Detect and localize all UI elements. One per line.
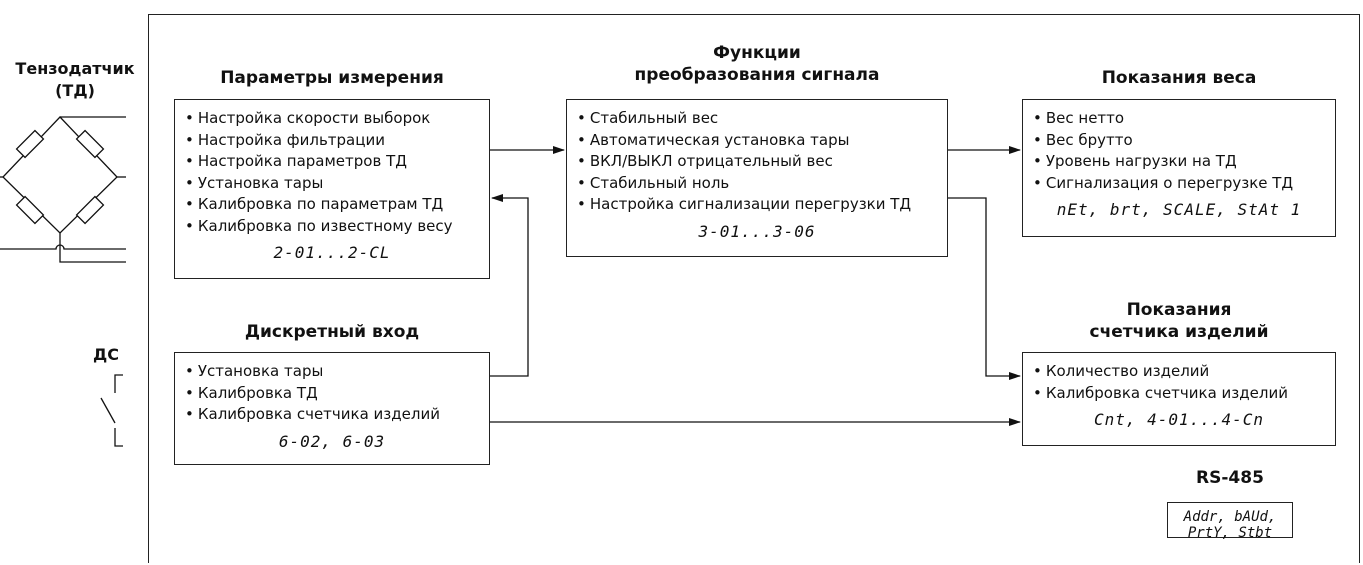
discrete-list: Установка тары Калибровка ТД Калибровка … [185, 361, 479, 426]
counter-title-line1: Показания [1126, 300, 1232, 320]
functions-title-line1: Функции [713, 43, 801, 63]
list-item: Калибровка по известному весу [185, 216, 479, 238]
functions-box: Стабильный вес Автоматическая установка … [566, 99, 948, 257]
list-item: Калибровка ТД [185, 383, 479, 405]
list-item: Стабильный ноль [577, 173, 937, 195]
list-item: Калибровка счетчика изделий [185, 404, 479, 426]
functions-list: Стабильный вес Автоматическая установка … [577, 108, 937, 216]
weight-list: Вес нетто Вес брутто Уровень нагрузки на… [1033, 108, 1325, 194]
strain-gauge-bridge-icon [0, 116, 126, 263]
list-item: ВКЛ/ВЫКЛ отрицательный вес [577, 151, 937, 173]
functions-title: Функции преобразования сигнала [566, 42, 948, 86]
discrete-code: 6-02, 6-03 [278, 431, 386, 451]
counter-box: Количество изделий Калибровка счетчика и… [1022, 352, 1336, 446]
counter-code: Cnt, 4-01...4-Cn [1093, 410, 1265, 429]
measurement-code: 2-01...2-CL [273, 243, 391, 262]
ds-label: ДС [93, 345, 119, 364]
measurement-box: Настройка скорости выборок Настройка фил… [174, 99, 490, 279]
list-item: Стабильный вес [577, 108, 937, 130]
counter-list: Количество изделий Калибровка счетчика и… [1033, 361, 1325, 404]
switch-icon [100, 374, 123, 447]
rs485-box: Addr, bAUd, PrtY, Stbt [1167, 502, 1293, 541]
sensor-label: Тензодатчик (ТД) [0, 58, 150, 102]
counter-title-line2: счетчика изделий [1089, 322, 1269, 342]
sensor-label-line2: (ТД) [55, 81, 95, 100]
list-item: Количество изделий [1033, 361, 1325, 383]
arrow-discrete-to-measure [490, 194, 529, 377]
list-item: Сигнализация о перегрузке ТД [1033, 173, 1325, 195]
measurement-title: Параметры измерения [220, 68, 444, 88]
discrete-title: Дискретный вход [244, 322, 420, 342]
list-item: Калибровка по параметрам ТД [185, 194, 479, 216]
list-item: Вес брутто [1033, 130, 1325, 152]
list-item: Уровень нагрузки на ТД [1033, 151, 1325, 173]
weight-box: Вес нетто Вес брутто Уровень нагрузки на… [1022, 99, 1336, 237]
list-item: Калибровка счетчика изделий [1033, 383, 1325, 405]
rs485-code: Addr, bAUd, PrtY, Stbt [1183, 509, 1277, 541]
diagram-frame [148, 14, 1360, 563]
weight-title: Показания веса [1101, 68, 1257, 88]
list-item: Настройка фильтрации [185, 130, 479, 152]
arrow-functions-to-counter [948, 197, 1021, 380]
list-item: Вес нетто [1033, 108, 1325, 130]
counter-title: Показания счетчика изделий [1022, 299, 1336, 343]
functions-code: 3-01...3-06 [698, 221, 816, 241]
functions-title-line2: преобразования сигнала [634, 65, 880, 85]
discrete-box: Установка тары Калибровка ТД Калибровка … [174, 352, 490, 465]
list-item: Настройка параметров ТД [185, 151, 479, 173]
sensor-label-line1: Тензодатчик [15, 59, 135, 78]
list-item: Установка тары [185, 173, 479, 195]
list-item: Установка тары [185, 361, 479, 383]
list-item: Настройка скорости выборок [185, 108, 479, 130]
weight-code: nEt, brt, SCALE, StAt 1 [1056, 200, 1302, 219]
list-item: Настройка сигнализации перегрузки ТД [577, 194, 937, 216]
rs485-title: RS-485 [1196, 468, 1264, 488]
list-item: Автоматическая установка тары [577, 130, 937, 152]
measurement-list: Настройка скорости выборок Настройка фил… [185, 108, 479, 237]
